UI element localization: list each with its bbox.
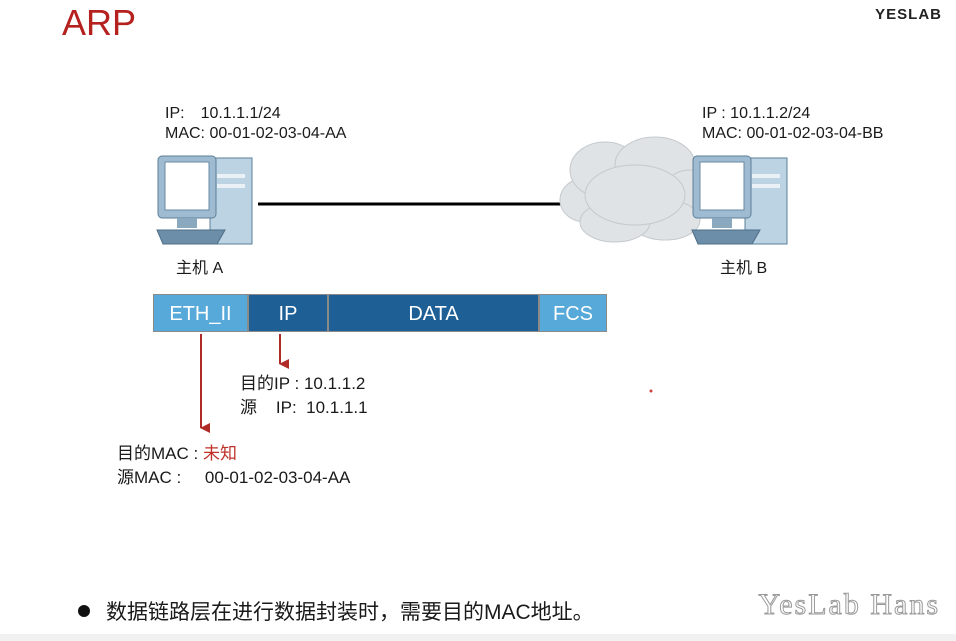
frame-segment-data: DATA: [328, 294, 539, 332]
frame-segment-ip: IP: [248, 294, 328, 332]
host-a-label: 主机 A: [176, 260, 224, 277]
host-a-mac: 00-01-02-03-04-AA: [209, 125, 347, 142]
src-ip-value: 10.1.1.1: [306, 398, 368, 417]
dst-mac-label: 目的MAC :: [117, 444, 199, 463]
bullet-line: 数据链路层在进行数据封装时，需要目的MAC地址。: [78, 596, 594, 626]
cloud-icon: [559, 136, 719, 243]
src-mac-value: 00-01-02-03-04-AA: [204, 468, 351, 487]
mac-annotation: 目的MAC : 未知 源MAC : 00-01-02-03-04-AA: [117, 442, 350, 490]
bullet-text: 数据链路层在进行数据封装时，需要目的MAC地址。: [106, 601, 594, 624]
src-mac-label: 源MAC :: [117, 468, 182, 487]
frame-segment-eth: ETH_II: [153, 294, 248, 332]
host-b-info: IP : 10.1.1.2/24 MAC: 00-01-02-03-04-BB: [702, 104, 883, 144]
host-a-ip: 10.1.1.1/24: [200, 105, 281, 122]
dst-mac-value: 未知: [202, 444, 237, 463]
src-ip-label: 源 IP:: [240, 398, 297, 417]
computer-b-icon: [691, 155, 788, 245]
host-b-label: 主机 B: [720, 260, 768, 277]
host-a-info: IP: 10.1.1.1/24 MAC: 00-01-02-03-04-AA: [165, 104, 346, 144]
bottom-strip: [0, 634, 956, 641]
slide-title: ARP: [62, 2, 137, 43]
brand-logo: YESLAB: [875, 6, 942, 23]
host-b-mac-label: MAC:: [702, 125, 742, 142]
dst-ip-value: 10.1.1.2: [303, 374, 366, 393]
host-b-mac: 00-01-02-03-04-BB: [746, 125, 884, 142]
dst-ip-label: 目的IP :: [240, 374, 300, 393]
frame-segment-fcs: FCS: [539, 294, 607, 332]
stray-dot: [649, 389, 653, 393]
host-a-mac-label: MAC:: [165, 125, 205, 142]
watermark: YesLab Hans: [758, 588, 940, 622]
computer-a-icon: [156, 155, 253, 245]
ip-annotation: 目的IP : 10.1.1.2 源 IP: 10.1.1.1: [240, 372, 368, 420]
host-b-ip-label: IP :: [702, 105, 726, 122]
host-b-ip: 10.1.1.2/24: [730, 105, 811, 122]
bullet-dot-icon: [78, 605, 90, 618]
host-a-ip-label: IP:: [165, 105, 185, 122]
